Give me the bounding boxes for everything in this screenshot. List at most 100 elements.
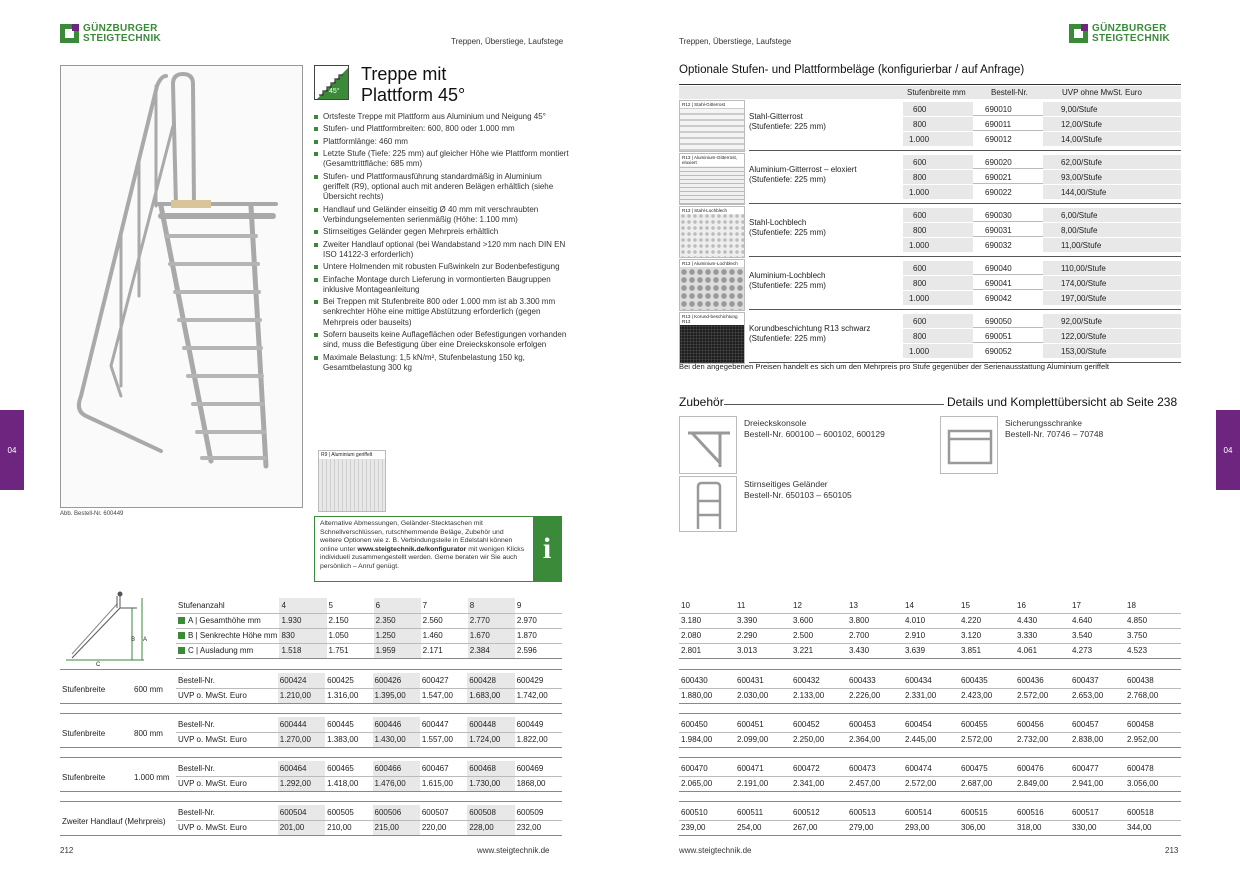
title-line1: Treppe mit (361, 64, 447, 84)
order-number-cell: 600456 (1017, 719, 1044, 729)
row-label-nr: Bestell-Nr. (178, 763, 215, 773)
surface-depth: (Stufentiefe: 225 mm) (749, 334, 826, 343)
row-label-price: UVP o. MwSt. Euro (178, 735, 247, 745)
cell: 4.220 (961, 616, 982, 625)
cell: 3.540 (1072, 631, 1093, 640)
dimension-diagram (66, 591, 144, 661)
cell: 3.800 (849, 616, 870, 625)
cell: 1.518 (279, 643, 327, 658)
price-cell: 1.683,00 (467, 688, 515, 703)
cell: 4.430 (1017, 616, 1038, 625)
cell: 2.910 (905, 631, 926, 640)
surface-name: Aluminium-Lochblech (749, 271, 826, 280)
order-number-cell: 600469 (516, 763, 544, 773)
order-number-cell: 600478 (1127, 763, 1154, 773)
stirnseitiges-gelaender-image (679, 476, 737, 532)
variant-rule (60, 757, 562, 758)
order-number-cell: 600429 (516, 675, 544, 685)
order-number-cell: 600427 (421, 675, 449, 685)
acc2-nr: Bestell-Nr. 70746 – 70748 (1005, 429, 1104, 439)
cell: 2.770 (467, 613, 515, 628)
cell: 1.460 (422, 631, 443, 640)
zubehoer-rule (724, 404, 944, 405)
row-label-b: B | Senkrechte Höhe mm (176, 628, 279, 643)
order-number-cell: 690052 (985, 347, 1012, 356)
order-number-cell: 600515 (961, 807, 988, 817)
sicherungsschranke-image (940, 416, 998, 474)
order-number-cell: 600475 (961, 763, 988, 773)
footer-url-left[interactable]: www.steigtechnik.de (477, 846, 550, 855)
order-number-cell: 600455 (961, 719, 988, 729)
price-cell: 1.730,00 (467, 776, 515, 791)
width-cell: 1.000 (909, 241, 930, 250)
option-rule (749, 150, 1181, 151)
price-cell: 1.270,00 (277, 732, 326, 747)
surface-thumbnail: R13 | Stahl-Lochblech (679, 206, 745, 258)
cell: 2.150 (328, 616, 349, 625)
section-header-left: Treppen, Überstiege, Laufstege (451, 37, 564, 46)
surface-thumbnail: R12 | Stahl-Gitterrost (679, 100, 745, 152)
width-cell: 1.000 (909, 347, 930, 356)
price-cell: 2.768,00 (1127, 691, 1159, 701)
option-row: 600 690050 92,00/Stufe (903, 314, 1181, 328)
cell: 4.640 (1072, 616, 1093, 625)
footer-url-right[interactable]: www.steigtechnik.de (679, 846, 752, 855)
order-number-cell: 600424 (277, 673, 326, 688)
price-cell: 197,00/Stufe (1061, 294, 1107, 303)
cell: 7 (422, 600, 428, 610)
label-text: A | Gesamthöhe mm (188, 616, 261, 625)
order-number-cell: 600466 (372, 761, 420, 776)
chapter-tab-left: 04 (0, 410, 24, 490)
cell: 1.050 (328, 631, 349, 640)
price-cell: 1.724,00 (467, 732, 515, 747)
order-number-cell: 600472 (793, 763, 820, 773)
cell: 1.870 (516, 631, 537, 640)
price-cell: 2.572,00 (905, 779, 937, 789)
order-number-cell: 690020 (985, 158, 1012, 167)
order-number-cell: 690042 (985, 294, 1012, 303)
product-photo (60, 65, 303, 508)
price-cell: 215,00 (372, 820, 420, 835)
order-number-cell: 600431 (737, 675, 764, 685)
cell: 3.180 (681, 616, 702, 625)
feature-item: Untere Holmenden mit robusten Fußwinkeln… (314, 262, 569, 272)
variant-rule (679, 747, 1181, 748)
order-number-cell: 690022 (985, 188, 1012, 197)
diagram-label-b: B (131, 637, 136, 643)
price-cell: 306,00 (961, 823, 986, 833)
cell: 5 (328, 600, 333, 610)
order-number-cell: 600514 (905, 807, 932, 817)
variant-rule (679, 713, 1181, 714)
price-cell: 11,00/Stufe (1061, 241, 1102, 250)
order-number-cell: 600470 (681, 763, 708, 773)
price-cell: 1.316,00 (327, 691, 359, 701)
variant-rule (60, 791, 562, 792)
price-cell: 210,00 (327, 823, 352, 833)
price-cell: 1.984,00 (681, 735, 713, 745)
acc3-name: Stirnseitiges Geländer (744, 479, 828, 489)
cell: 1.959 (373, 643, 421, 658)
variant-label: Stufenbreite (62, 729, 106, 738)
surface-name: Korundbeschichtung R13 schwarz (749, 324, 871, 333)
order-number-cell: 600506 (372, 805, 420, 820)
configurator-link[interactable]: www.steigtechnik.de/konfigurator (357, 545, 467, 553)
cell: 1.250 (373, 628, 421, 643)
details-link[interactable]: Details und Komplettübersicht ab Seite 2… (947, 395, 1178, 409)
order-number-cell: 600430 (681, 675, 708, 685)
cell: 2.596 (516, 646, 537, 656)
price-cell: 3.056,00 (1127, 779, 1159, 789)
price-cell: 2.732,00 (1017, 735, 1049, 745)
order-number-cell: 690051 (985, 332, 1012, 341)
cell: 2.171 (422, 646, 443, 656)
r9-surface-sample: R9 | Aluminium geriffelt (318, 450, 386, 512)
cell: 4.850 (1127, 616, 1148, 625)
price-cell: 2.687,00 (961, 779, 993, 789)
feature-item: Zweiter Handlauf optional (bei Wandabsta… (314, 240, 569, 260)
options-header-row: Stufenbreite mm Bestell-Nr. UVP ohne MwS… (679, 86, 1181, 99)
order-number-cell: 600452 (793, 719, 820, 729)
